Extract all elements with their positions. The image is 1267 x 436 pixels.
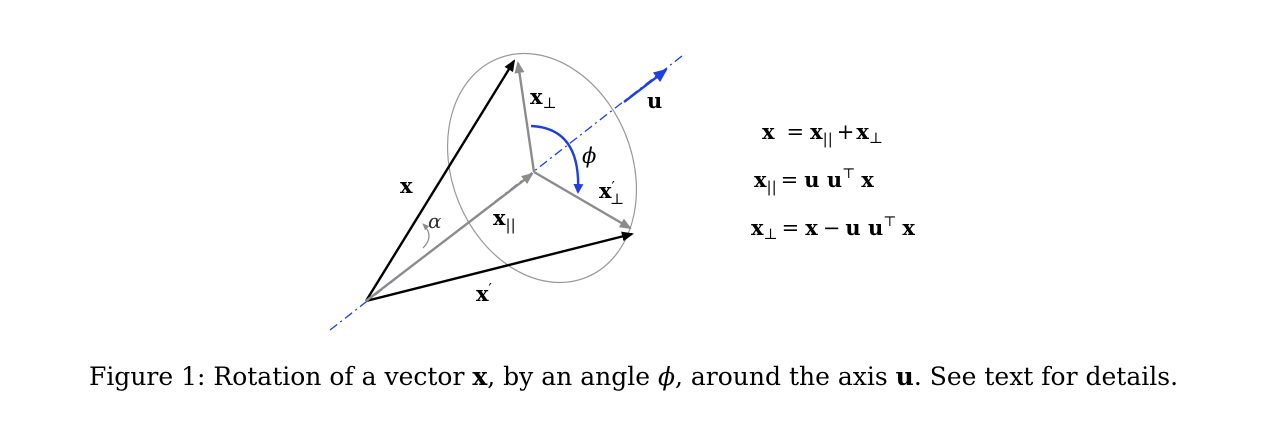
x-parallel-arrow bbox=[365, 172, 534, 302]
alpha-arc bbox=[422, 223, 430, 249]
figure-caption: Figure 1: Rotation of a vector x, by an … bbox=[0, 362, 1267, 391]
caption-mid2: , around the axis bbox=[675, 362, 896, 391]
equation-3: x⊥=x−u u⊤x bbox=[751, 214, 915, 243]
rotation-ellipse bbox=[446, 52, 638, 284]
label-phi: ϕ bbox=[582, 144, 596, 168]
label-x-parallel: x|| bbox=[493, 205, 516, 234]
label-x: x bbox=[400, 173, 413, 198]
x-perp-arrow bbox=[514, 61, 536, 173]
label-x-perp-prime: x′⊥ bbox=[599, 178, 624, 208]
u-vector-arrow bbox=[623, 68, 668, 103]
caption-x: x bbox=[472, 362, 488, 391]
caption-prefix: Figure 1: Rotation of a vector bbox=[88, 362, 473, 391]
label-x-perp: x⊥ bbox=[530, 84, 557, 112]
caption-phi: ϕ bbox=[657, 362, 675, 391]
label-u: u bbox=[647, 88, 662, 113]
label-x-prime: x′ bbox=[476, 280, 493, 306]
x-vector-arrow bbox=[364, 59, 516, 302]
phi-arc bbox=[530, 124, 584, 194]
x-perp-prime-arrow bbox=[533, 170, 632, 230]
label-alpha: α bbox=[428, 209, 442, 233]
caption-suffix: . See text for details. bbox=[913, 362, 1179, 391]
caption-mid1: , by an angle bbox=[487, 362, 658, 391]
equation-2: x||=u u⊤x bbox=[754, 166, 874, 196]
x-prime-vector-arrow bbox=[365, 231, 634, 303]
caption-u: u bbox=[895, 362, 914, 391]
equation-1: x=x||+x⊥ bbox=[762, 119, 883, 148]
